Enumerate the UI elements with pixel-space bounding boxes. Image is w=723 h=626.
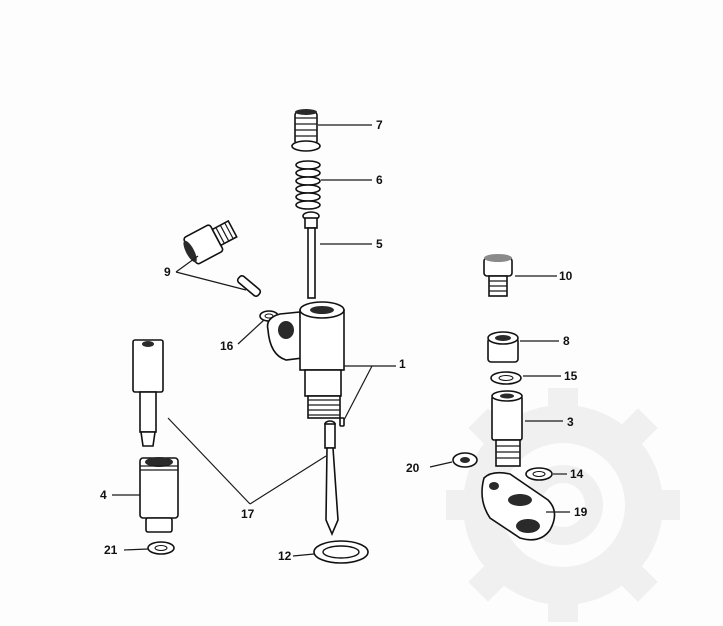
- watermark-gear-logo: [446, 388, 680, 622]
- part-9-pin: [236, 275, 262, 297]
- callout-14: 14: [570, 467, 584, 481]
- part-12-seal-ring: [313, 540, 369, 564]
- callout-4: 4: [100, 488, 107, 502]
- callout-7: 7: [376, 118, 383, 132]
- part-4-nozzle-nut: [139, 457, 179, 533]
- callout-19: 19: [574, 505, 588, 519]
- callout-17: 17: [241, 507, 255, 521]
- callout-15: 15: [564, 369, 578, 383]
- callout-3: 3: [567, 415, 574, 429]
- part-19-clamp: [481, 471, 556, 541]
- part-17-needle: [324, 420, 339, 537]
- callout-1: 1: [399, 357, 406, 371]
- callout-6: 6: [376, 173, 383, 187]
- callout-20: 20: [406, 461, 420, 475]
- part-21-washer: [147, 541, 175, 555]
- part-6-spring: [295, 160, 321, 210]
- callout-16: 16: [220, 339, 234, 353]
- part-7-adjusting-screw: [291, 109, 321, 152]
- callout-9: 9: [164, 265, 171, 279]
- part-10-banjo-bolt: [483, 254, 513, 297]
- part-9-union-nut: [183, 219, 238, 265]
- callout-8: 8: [563, 334, 570, 348]
- part-3-sleeve: [491, 390, 523, 467]
- part-20-washer: [452, 452, 478, 468]
- part-5-push-rod: [302, 211, 320, 299]
- callout-12: 12: [278, 549, 292, 563]
- callout-5: 5: [376, 237, 383, 251]
- leader-lines: [112, 124, 570, 557]
- part-15-washer: [490, 371, 522, 385]
- callout-10: 10: [559, 269, 573, 283]
- part-14-washer: [525, 467, 553, 481]
- part-1-injector-body: [266, 301, 345, 427]
- part-8-nut: [487, 331, 519, 363]
- callout-21: 21: [104, 543, 118, 557]
- part-17-nozzle: [132, 339, 164, 447]
